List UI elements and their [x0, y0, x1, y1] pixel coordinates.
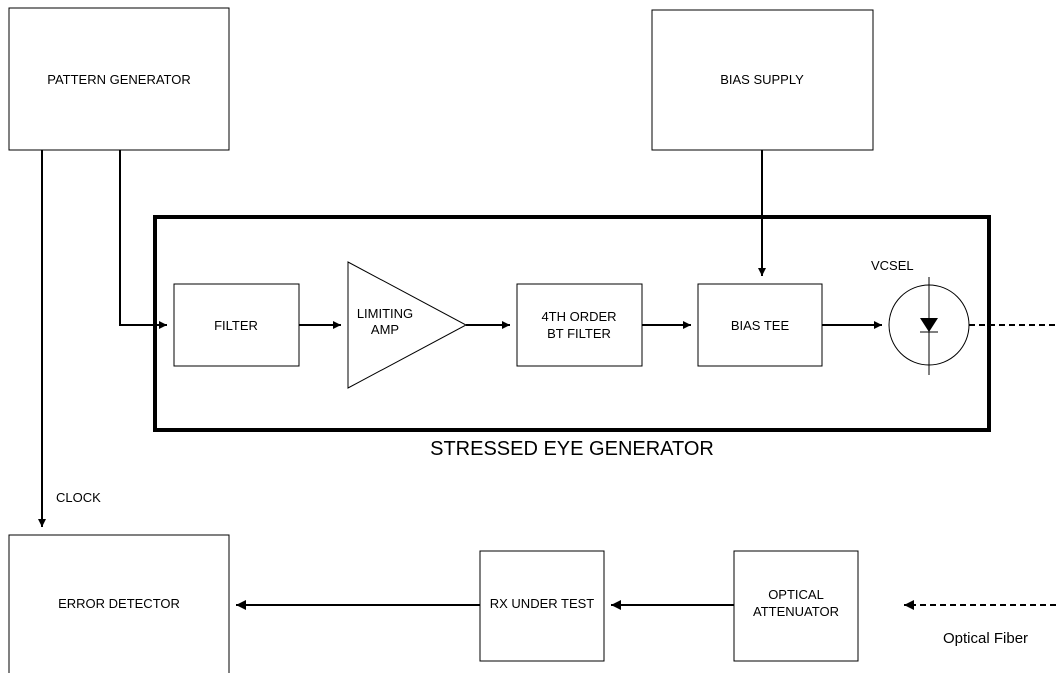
rx-under-test-block: RX UNDER TEST: [479, 550, 605, 662]
bias-tee-label: BIAS TEE: [731, 318, 790, 333]
optical-attenuator-label-line1: OPTICAL: [768, 587, 824, 602]
rx-under-test-label: RX UNDER TEST: [490, 596, 595, 611]
vcsel-symbol: VCSEL: [871, 258, 970, 375]
bias-tee-block: BIAS TEE: [697, 283, 823, 367]
bt-filter-block: 4TH ORDER BT FILTER: [516, 283, 643, 367]
diode-triangle-icon: [920, 318, 938, 332]
limiting-amp-block: LIMITING AMP: [347, 261, 468, 389]
clock-label: CLOCK: [56, 490, 101, 505]
error-detector-block: ERROR DETECTOR: [8, 534, 230, 673]
filter-label: FILTER: [214, 318, 258, 333]
error-detector-label: ERROR DETECTOR: [58, 596, 180, 611]
pattern-to-filter-wire: [119, 150, 167, 329]
bt-filter-label-line1: 4TH ORDER: [541, 309, 616, 324]
stressed-eye-generator-label: STRESSED EYE GENERATOR: [430, 438, 714, 460]
bias-supply-block: BIAS SUPPLY: [651, 9, 874, 151]
limiting-amp-label-line1: LIMITING: [357, 306, 413, 321]
pattern-generator-block: PATTERN GENERATOR: [8, 7, 230, 151]
bt-filter-label-line2: BT FILTER: [547, 326, 611, 341]
vcsel-label: VCSEL: [871, 258, 914, 273]
optical-attenuator-block: OPTICAL ATTENUATOR: [733, 550, 859, 662]
filter-block: FILTER: [173, 283, 300, 367]
pattern-generator-label: PATTERN GENERATOR: [47, 72, 191, 87]
bias-supply-label: BIAS SUPPLY: [720, 72, 804, 87]
optical-attenuator-label-line2: ATTENUATOR: [753, 604, 839, 619]
optical-fiber-label: Optical Fiber: [943, 630, 1028, 647]
limiting-amp-label-line2: AMP: [371, 322, 399, 337]
stressed-eye-generator-frame: [153, 215, 991, 432]
